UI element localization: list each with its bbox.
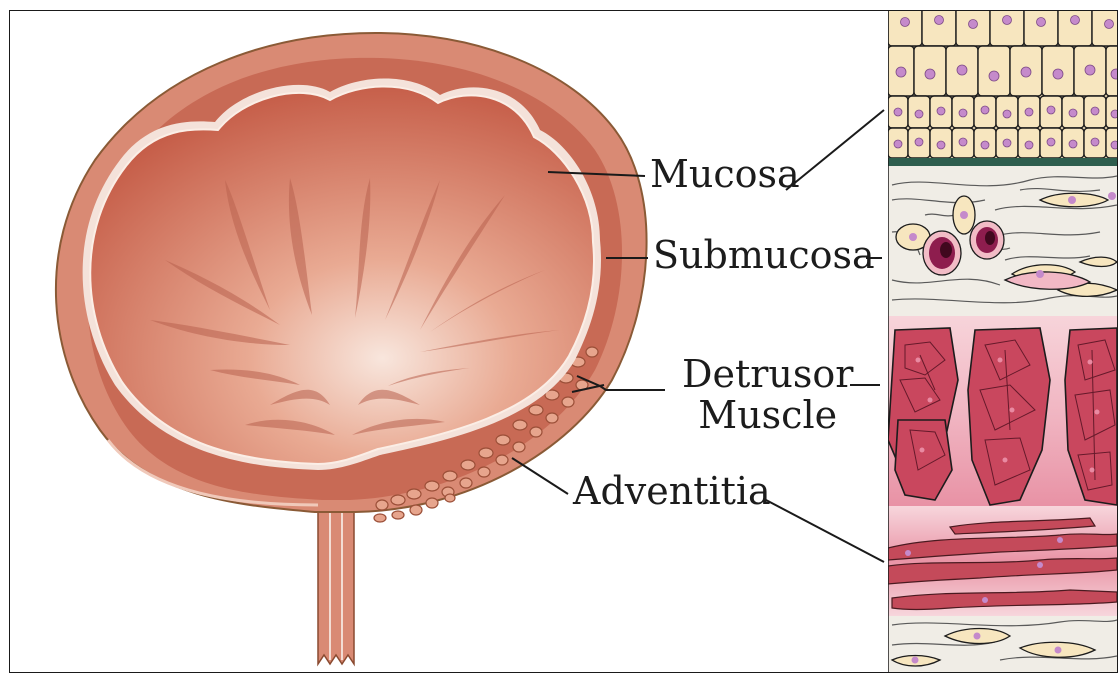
mucosa-leader-right <box>786 110 884 190</box>
detrusor-muscle-label: Detrusor Muscle <box>682 354 853 436</box>
urethra <box>318 500 354 664</box>
adventitia-label: Adventitia <box>573 472 771 510</box>
detrusor-label-line1: Detrusor <box>682 354 853 395</box>
lower-connective-tissue <box>888 616 1117 675</box>
bladder-illustration <box>56 33 647 664</box>
submucosa-label: Submucosa <box>653 236 875 274</box>
epithelium-layer <box>888 6 1120 166</box>
basement-membrane <box>888 158 1117 166</box>
submucosa-layer <box>888 166 1117 316</box>
detrusor-layer <box>888 316 1117 506</box>
mucosa-label: Mucosa <box>650 155 800 193</box>
adventitia-leader-left <box>512 458 568 494</box>
detrusor-label-line2: Muscle <box>682 395 853 436</box>
adventitia-leader-right <box>766 500 884 562</box>
adventitia-layer <box>888 506 1117 616</box>
histology-panel <box>888 6 1120 675</box>
